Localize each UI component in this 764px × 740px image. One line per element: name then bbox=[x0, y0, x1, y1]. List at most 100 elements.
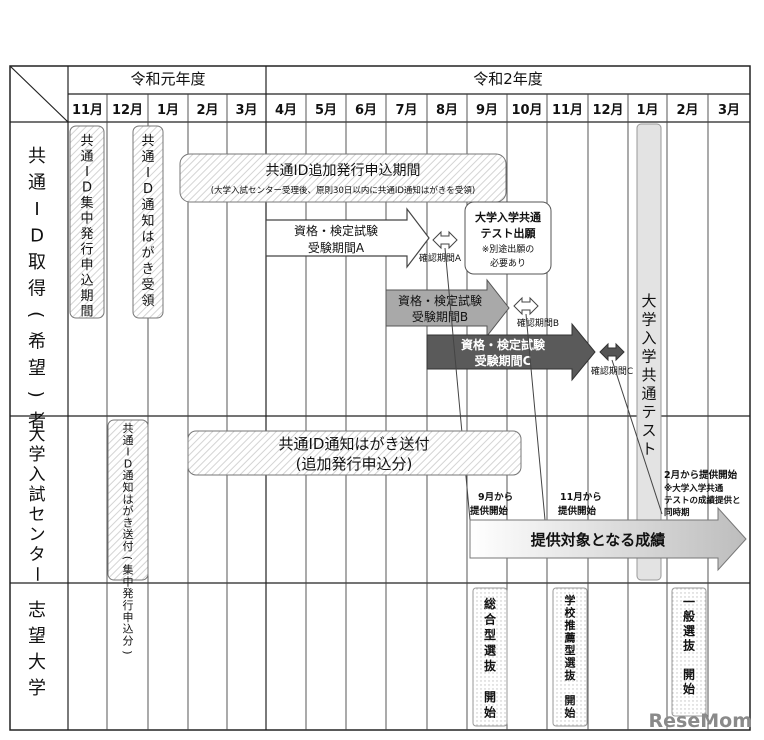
vertical-char: 抜 bbox=[565, 668, 577, 682]
vertical-char: ) bbox=[26, 391, 47, 398]
notice-send-additional-line2: (追加発行申込分) bbox=[296, 455, 413, 473]
test-application-note2: 必要あり bbox=[490, 257, 526, 269]
vertical-char: 共 bbox=[28, 146, 46, 167]
vertical-char: 共 bbox=[641, 366, 656, 384]
confirm-b-icon bbox=[513, 296, 539, 316]
vertical-char: 間 bbox=[80, 305, 93, 320]
vertical-char: 校 bbox=[565, 606, 577, 620]
vertical-char: 期 bbox=[80, 289, 93, 304]
exam-b-arrow bbox=[385, 278, 510, 338]
vertical-char: 通 bbox=[80, 150, 93, 165]
vertical-char: ( bbox=[26, 311, 47, 318]
vertical-char: 開 bbox=[565, 694, 576, 707]
vertical-char: セ bbox=[29, 505, 46, 525]
vertical-char: I bbox=[34, 199, 39, 220]
vertical-char: 込 bbox=[80, 274, 93, 289]
vertical-char: 学 bbox=[641, 311, 656, 329]
vertical-char: 通 bbox=[641, 385, 656, 403]
month-label: 3月 bbox=[718, 103, 740, 118]
month-label: 11月 bbox=[552, 103, 583, 118]
vertical-char: 送 bbox=[123, 527, 134, 541]
vertical-char: 選 bbox=[484, 644, 496, 658]
vertical-char: が bbox=[123, 504, 134, 518]
watermark-logo: ReseMom bbox=[649, 710, 752, 732]
vertical-char: 集 bbox=[80, 195, 93, 211]
notice-send-box bbox=[107, 419, 149, 581]
recommendation-box bbox=[552, 587, 588, 727]
vertical-char: 希 bbox=[28, 332, 46, 353]
vertical-char: 抜 bbox=[484, 658, 497, 673]
test-application-line1: 大学入学共通 bbox=[475, 210, 541, 224]
month-label: 2月 bbox=[196, 103, 218, 118]
exam-b-line1: 資格・検定試験 bbox=[398, 293, 482, 308]
vertical-char: 始 bbox=[683, 681, 695, 696]
vertical-char: 共 bbox=[123, 422, 134, 435]
vertical-char: I bbox=[126, 446, 129, 459]
vertical-char: 中 bbox=[123, 575, 134, 588]
start-nov-line2: 提供開始 bbox=[558, 505, 597, 517]
year-header-reiwa1: 令和元年度 bbox=[130, 70, 205, 88]
vertical-char: 取 bbox=[28, 252, 46, 273]
vertical-char: ( bbox=[121, 556, 134, 560]
vertical-char: 始 bbox=[565, 706, 576, 720]
vertical-char: D bbox=[124, 457, 132, 470]
vertical-char: 型 bbox=[484, 627, 496, 642]
month-label: 1月 bbox=[157, 103, 179, 118]
month-label: 5月 bbox=[315, 103, 337, 118]
month-label: 2月 bbox=[676, 103, 698, 118]
exam-a-line1: 資格・検定試験 bbox=[294, 223, 378, 238]
vertical-char: 合 bbox=[484, 612, 497, 627]
vertical-char: 通 bbox=[141, 198, 154, 213]
results-arrow bbox=[469, 506, 747, 572]
start-feb-line3: テストの成績提供と bbox=[664, 495, 741, 506]
start-feb-line4: 同時期 bbox=[664, 507, 690, 518]
vertical-char: 学 bbox=[565, 593, 576, 607]
vertical-char: 入 bbox=[29, 465, 46, 485]
vertical-char: 型 bbox=[565, 643, 576, 657]
confirm-a-icon bbox=[432, 230, 458, 250]
vertical-char: ) bbox=[121, 650, 134, 654]
vertical-char: 選 bbox=[683, 624, 695, 638]
month-label: 6月 bbox=[355, 103, 377, 118]
vertical-char: 一 bbox=[683, 595, 695, 609]
vertical-char: 知 bbox=[123, 480, 134, 494]
month-label: 12月 bbox=[592, 103, 623, 118]
vertical-char: 中 bbox=[80, 212, 93, 227]
month-label: 4月 bbox=[275, 103, 297, 118]
month-label: 8月 bbox=[436, 103, 458, 118]
vertical-char: ン bbox=[29, 525, 46, 545]
results-label: 提供対象となる成績 bbox=[531, 531, 666, 549]
exam-a-line2: 受験期間A bbox=[308, 240, 365, 255]
month-label: 11月 bbox=[72, 103, 103, 118]
notice-send-additional-box bbox=[187, 430, 522, 476]
bulk-apply-box bbox=[69, 125, 105, 319]
vertical-char: D bbox=[143, 182, 153, 197]
connector-lines bbox=[444, 247, 663, 521]
vertical-char: 得 bbox=[28, 279, 46, 300]
vertical-char: 学 bbox=[641, 348, 656, 366]
vertical-char: 大 bbox=[641, 292, 656, 310]
vertical-char: 入 bbox=[641, 329, 656, 347]
vertical-char: 抜 bbox=[683, 638, 696, 653]
vertical-char: D bbox=[30, 226, 44, 247]
vertical-char: 選 bbox=[565, 657, 576, 670]
comprehensive-box bbox=[472, 587, 508, 727]
vertical-char: 般 bbox=[683, 609, 695, 624]
vertical-char: 領 bbox=[141, 293, 154, 309]
vertical-char: I bbox=[85, 165, 89, 180]
month-label: 3月 bbox=[235, 103, 257, 118]
general-box bbox=[671, 587, 707, 717]
vertical-char: 大 bbox=[29, 425, 46, 445]
month-label: 12月 bbox=[112, 103, 143, 118]
vertical-char: 分 bbox=[123, 634, 134, 647]
vertical-char: 発 bbox=[80, 227, 93, 242]
vertical-char: 通 bbox=[28, 173, 46, 194]
vertical-char: ト bbox=[641, 440, 656, 458]
